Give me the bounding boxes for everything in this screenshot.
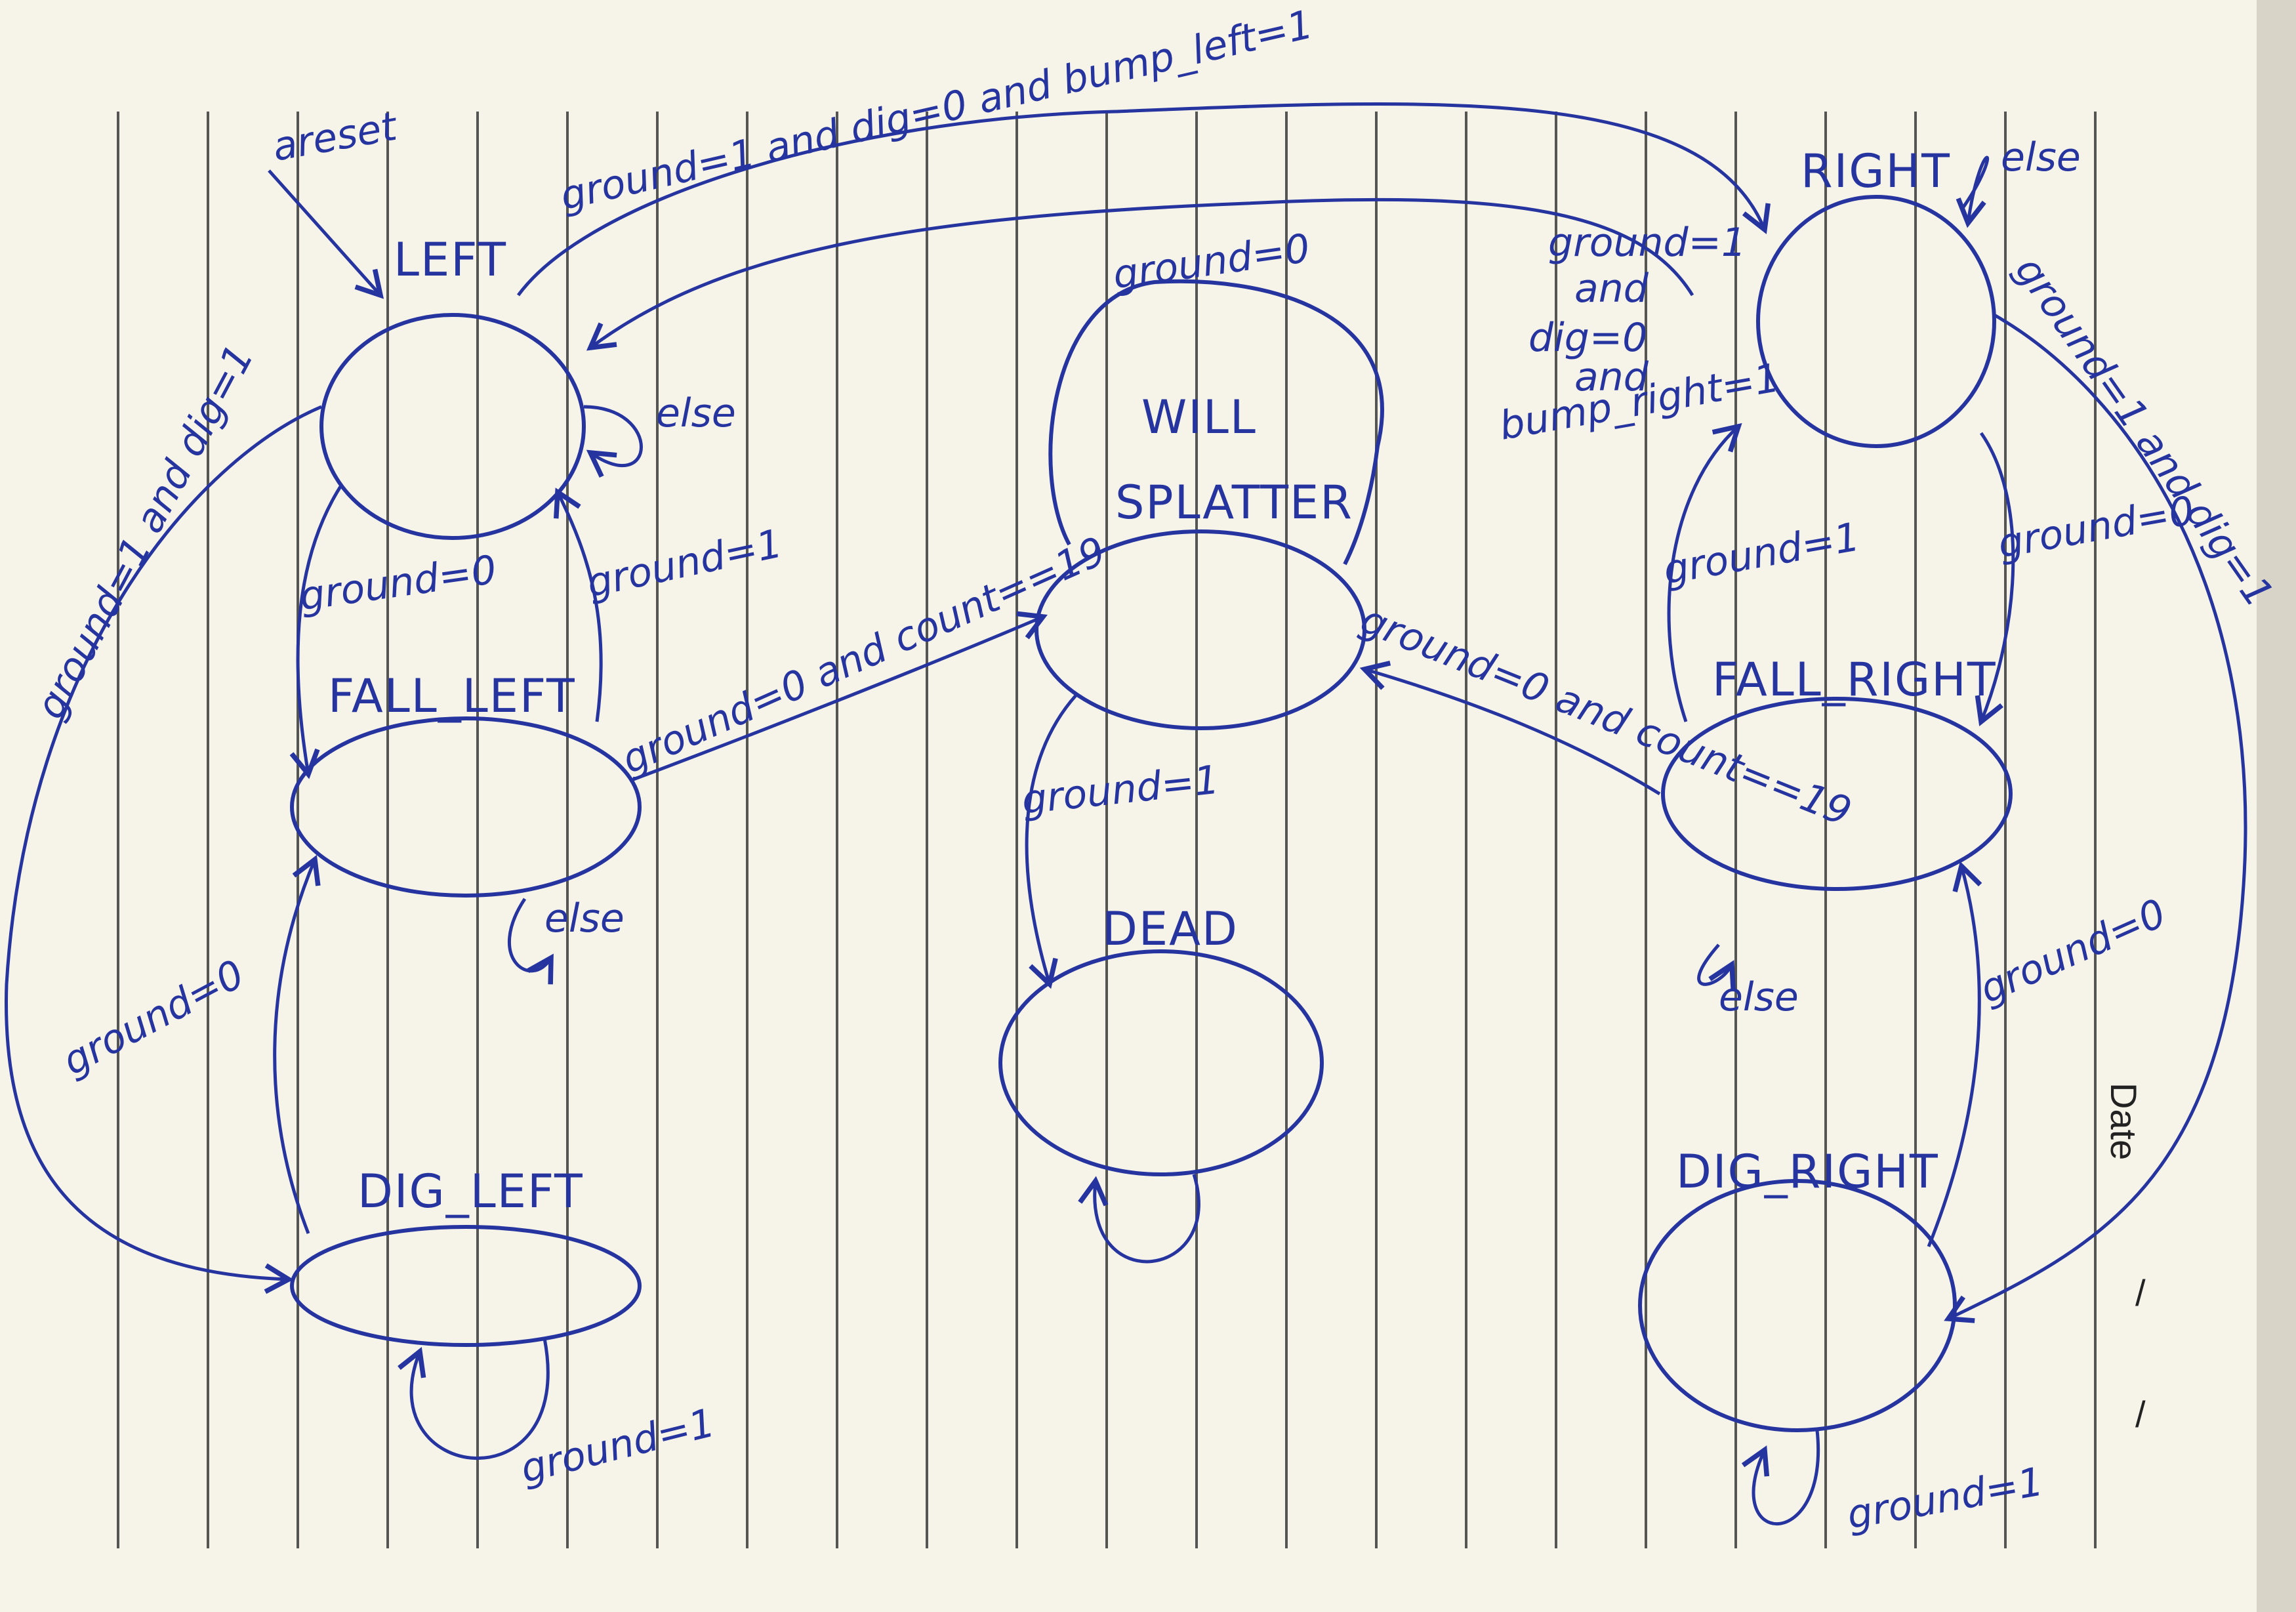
label-right-self: else (2001, 134, 2081, 180)
state-dig-left-label: DIG_LEFT (358, 1165, 584, 1218)
date-label: Date (2103, 1083, 2144, 1160)
edge-right-self (1956, 155, 1990, 228)
date-slash-1: / (2135, 1272, 2146, 1313)
state-right-node (1756, 195, 1996, 448)
edge-left-to-right (516, 102, 1771, 297)
edge-fall-right-to-splatter (1359, 661, 1661, 796)
edge-right-to-fall-right (1975, 432, 2015, 727)
edge-dig-left-self (398, 1338, 550, 1460)
label-left-self: else (656, 390, 736, 436)
label-fall-right-self: else (1719, 974, 1799, 1020)
state-left-label: LEFT (394, 233, 507, 287)
edge-right-to-dig-right (1944, 313, 2247, 1323)
edge-fall-left-self (508, 898, 554, 985)
edge-fall-right-self (1697, 943, 1736, 991)
state-will-splatter-label-1: WILL (1141, 390, 1257, 444)
edge-right-to-left (586, 197, 1694, 351)
label-right-to-left-4: and (1574, 354, 1649, 400)
label-right-to-left-2: and (1574, 266, 1649, 312)
edge-fall-left-to-left (554, 487, 603, 722)
edge-left-to-dig-left (5, 405, 322, 1294)
state-dig-right-label: DIG_RIGHT (1676, 1145, 1939, 1199)
edge-dig-right-self (1741, 1430, 1820, 1526)
state-dead-node (998, 949, 1324, 1176)
state-fall-left-node (290, 716, 642, 898)
state-dead-label: DEAD (1102, 902, 1239, 956)
label-fall-left-self: else (544, 896, 625, 941)
state-will-splatter-cap (1048, 279, 1384, 566)
edge-dead-self (1078, 1174, 1200, 1264)
edge-left-self (583, 405, 643, 478)
state-right-label: RIGHT (1801, 144, 1951, 198)
state-fall-left-label: FALL_LEFT (328, 669, 576, 723)
ruled-lines (117, 112, 2097, 1548)
state-left-node (319, 313, 586, 540)
edge-areset (268, 169, 384, 299)
state-fall-right-label: FALL_RIGHT (1712, 653, 1997, 707)
edge-left-to-fall-left (289, 484, 343, 779)
label-right-to-left-1: ground=1 (1548, 220, 1746, 266)
label-right-to-left-3: dig=0 (1528, 315, 1647, 361)
state-will-splatter-label-2: SPLATTER (1115, 476, 1353, 529)
page-edge (2257, 0, 2296, 1612)
edge-dig-left-to-fall-left (273, 855, 321, 1234)
edge-dig-right-to-fall-right (1927, 861, 1982, 1247)
edge-fall-right-to-right (1667, 423, 1742, 722)
date-slash-2: / (2135, 1394, 2146, 1435)
edge-fall-left-to-splatter (629, 611, 1048, 783)
edge-splatter-to-dead (1025, 694, 1077, 989)
state-fall-right-node (1661, 697, 2013, 891)
